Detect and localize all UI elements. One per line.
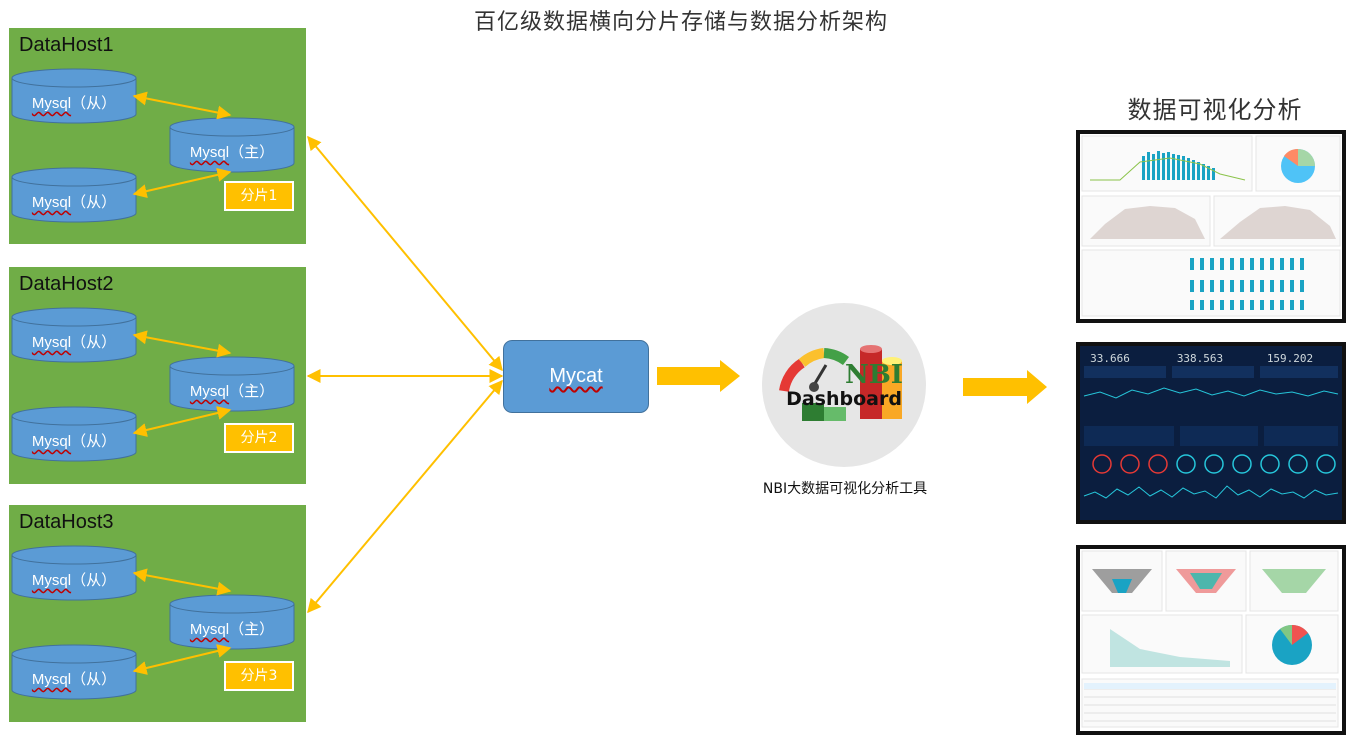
shard-route-arrow (307, 135, 503, 372)
replication-arrow (132, 568, 232, 596)
mysql-slave-node: Mysql（从） (11, 545, 137, 601)
mysql-slave-node: Mysql（从） (11, 307, 137, 363)
logo-wordmark: Dashboard (786, 388, 902, 410)
mysql-slave-node: Mysql（从） (11, 644, 137, 700)
datahost-3: DataHost3 Mysql（从） Mysql（主） Mysql（从） 分片3 (9, 505, 306, 722)
mycat-middleware: Mycat (503, 340, 649, 413)
visualization-title: 数据可视化分析 (1127, 96, 1303, 124)
kpi-value: 159.202 (1267, 352, 1313, 365)
replication-arrow (132, 91, 232, 120)
replication-arrow (132, 644, 232, 675)
replication-arrow (132, 167, 232, 199)
kpi-value: 338.563 (1177, 352, 1223, 365)
dashboard-preview-funnel (1076, 545, 1346, 735)
datahost-label: DataHost1 (19, 34, 114, 56)
datahost-1: DataHost1 Mysql（从） Mysql（主） Mysql（从） 分片1 (9, 28, 306, 244)
mysql-slave-node: Mysql（从） (11, 167, 137, 223)
kpi-value: 33.666 (1090, 352, 1130, 365)
mysql-slave-node: Mysql（从） (11, 406, 137, 462)
nbi-dashboard-logo: NBI Dashboard (762, 303, 926, 467)
replication-arrow (132, 330, 232, 358)
datahost-label: DataHost2 (19, 273, 114, 295)
shard-label: 分片1 (224, 181, 294, 211)
diagram-title: 百亿级数据横向分片存储与数据分析架构 (473, 10, 888, 35)
mysql-slave-node: Mysql（从） (11, 68, 137, 124)
dashboard-preview-dark: 33.666 338.563 159.202 (1076, 342, 1346, 524)
datahost-label: DataHost3 (19, 511, 114, 533)
flow-arrow-to-dashboards (963, 370, 1047, 404)
mysql-master-node: Mysql（主） (169, 356, 295, 412)
shard-route-arrow (307, 379, 503, 614)
mysql-master-node: Mysql（主） (169, 117, 295, 173)
replication-arrow (132, 406, 232, 437)
dashboard-preview-light (1076, 130, 1346, 323)
mysql-master-node: Mysql（主） (169, 594, 295, 650)
logo-letters: NBI (845, 360, 903, 390)
shard-label: 分片3 (224, 661, 294, 691)
flow-arrow-to-tool (657, 360, 740, 392)
datahost-2: DataHost2 Mysql（从） Mysql（主） Mysql（从） 分片2 (9, 267, 306, 484)
tool-caption: NBI大数据可视化分析工具 (762, 481, 928, 497)
shard-label: 分片2 (224, 423, 294, 453)
